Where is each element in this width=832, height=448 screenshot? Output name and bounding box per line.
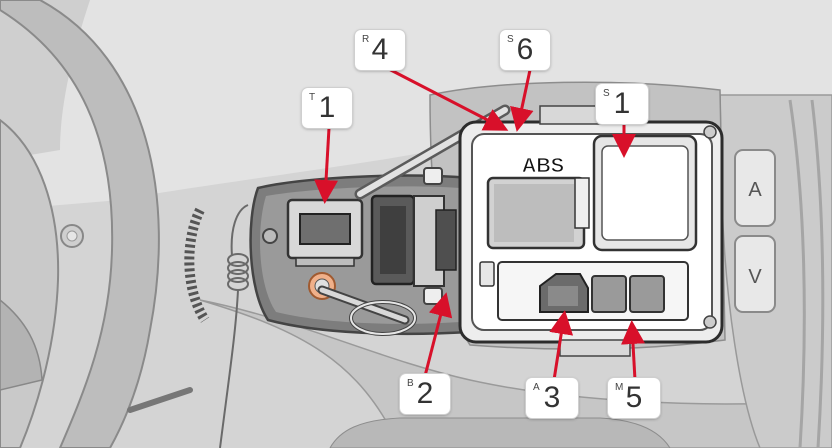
button-up[interactable] — [734, 149, 776, 227]
fuse-m5a — [591, 275, 627, 313]
callout-m5: M 5 — [608, 378, 660, 418]
callout-s6: S 6 — [500, 30, 550, 70]
abs-label: ABS — [522, 155, 564, 177]
callout-t1-number: 1 — [318, 91, 336, 124]
callout-a3-number: 3 — [543, 381, 561, 414]
lower-vent — [329, 417, 671, 448]
arrow-m5 — [621, 320, 645, 381]
leader-arrows — [314, 64, 645, 381]
button-down-label: V — [748, 266, 762, 288]
mount-screw-icon — [703, 125, 717, 139]
button-up-label: A — [748, 179, 762, 201]
callout-b2-prefix: B — [407, 378, 414, 389]
arrow-t1 — [314, 127, 339, 204]
callout-b2-number: 2 — [416, 377, 434, 410]
callout-a3-prefix: A — [533, 382, 540, 393]
arrow-s6 — [510, 69, 534, 132]
callout-r4: R 4 — [355, 30, 405, 70]
callout-r4-prefix: R — [362, 34, 370, 45]
callout-s1-number: 1 — [613, 87, 631, 120]
callout-s6-prefix: S — [507, 34, 514, 45]
cable — [127, 387, 193, 413]
harness — [184, 207, 210, 323]
callout-t1-prefix: T — [309, 92, 316, 103]
fuse-m5b — [629, 275, 665, 313]
arrow-a3 — [549, 310, 574, 381]
callout-r4-number: 4 — [371, 33, 389, 66]
callout-t1: T 1 — [302, 88, 352, 128]
callout-s1: S 1 — [596, 84, 648, 124]
arrow-r4 — [382, 64, 509, 131]
callout-m5-prefix: M — [615, 382, 624, 393]
callout-s1-prefix: S — [603, 88, 610, 99]
callout-m5-number: 5 — [625, 381, 643, 414]
arrow-b2 — [423, 292, 453, 377]
callout-a3: A 3 — [526, 378, 578, 418]
callout-b2: B 2 — [400, 374, 450, 414]
steering-wheel — [0, 0, 160, 448]
button-down[interactable] — [734, 235, 776, 313]
dashboard-top — [0, 0, 832, 210]
screw-icon — [262, 228, 278, 244]
coiled-cable — [219, 204, 249, 448]
callout-s6-number: 6 — [516, 33, 534, 66]
mount-screw-icon — [703, 315, 717, 329]
